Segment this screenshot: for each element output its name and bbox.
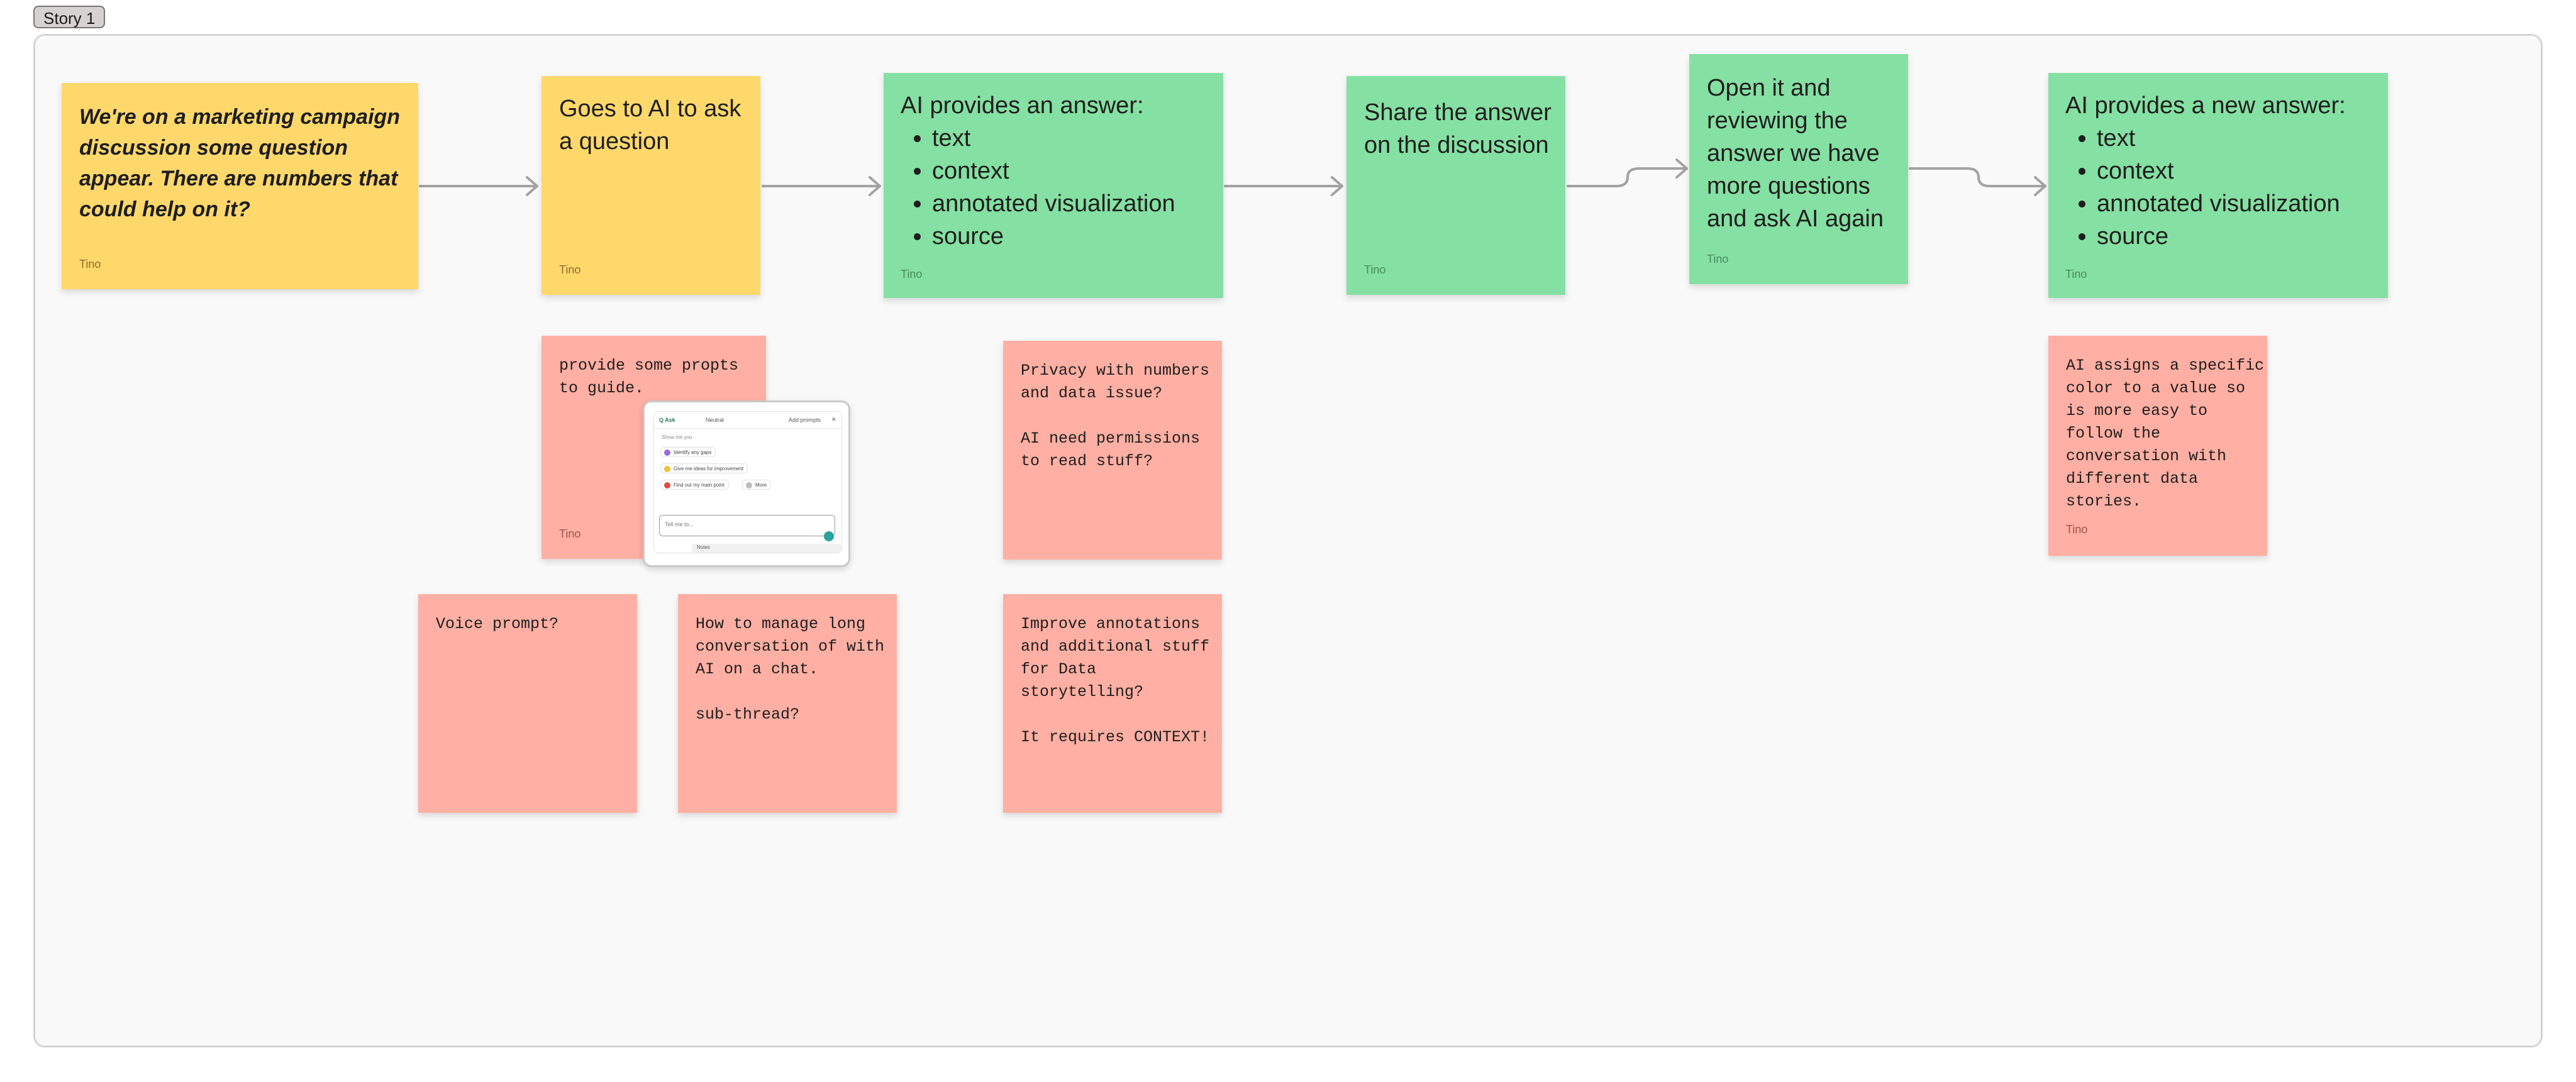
connector-5-6 [1909,167,2045,187]
embed-header-left: Q Ask [659,417,675,423]
close-icon: ✕ [831,416,836,422]
embed-chip-label: Find out my main point [674,482,724,488]
sticky-note-annotations-text: Improve annotations and additional stuff… [1021,615,1210,746]
sticky-note-privacy-text: Privacy with numbers and data issue? AI … [1021,362,1210,470]
sticky-note-privacy[interactable]: Privacy with numbers and data issue? AI … [1003,341,1222,560]
sticky-step-1[interactable]: We're on a marketing campaign discussion… [62,83,418,289]
sticky-step-4-text: Share the answer on the discussion [1364,99,1552,158]
list-item: text [932,122,1175,155]
send-icon [824,531,834,541]
embed-input: Tell me to... [659,515,835,536]
sticky-note-voice-text: Voice prompt? [436,615,559,633]
sticky-author: Tino [1707,253,1729,265]
sparkle-icon [664,450,670,456]
embed-suggest-label: Show me you [662,434,692,440]
sticky-author: Tino [559,527,581,540]
sticky-step-6-list: text context annotated visualization sou… [2065,122,2340,253]
sticky-note-long-conversation[interactable]: How to manage long conversation of with … [678,594,897,813]
embed-chip: More [742,480,772,490]
embedded-screenshot[interactable]: Q Ask Neutral Add prompts ✕ Show me you … [643,400,850,567]
list-item: context [932,155,1175,187]
embed-toolbar: Notes [692,544,841,553]
embedded-ai-panel: Q Ask Neutral Add prompts ✕ Show me you … [653,411,842,553]
sticky-author: Tino [901,268,923,280]
sticky-note-voice[interactable]: Voice prompt? [418,594,637,813]
divider [654,428,841,429]
sticky-step-3[interactable]: AI provides an answer: text context anno… [884,73,1223,298]
list-item: context [2097,155,2340,187]
arrowhead-icon [869,176,881,196]
arrowhead-icon [1331,176,1343,196]
embed-chip: Give me ideas for improvement [660,463,748,473]
sticky-note-long-conversation-text: How to manage long conversation of with … [696,615,885,724]
sticky-author: Tino [79,258,101,270]
sticky-step-2[interactable]: Goes to AI to ask a question Tino [541,76,760,295]
sticky-author: Tino [559,263,581,276]
embed-chip: Identify any gaps [660,447,716,457]
arrowhead-icon [526,176,538,196]
sticky-step-3-list: text context annotated visualization sou… [901,122,1175,253]
sticky-note-colors-text: AI assigns a specific color to a value s… [2066,356,2265,511]
sticky-step-2-text: Goes to AI to ask a question [559,96,741,155]
embed-chip-label: Give me ideas for improvement [674,466,744,472]
sticky-step-6-heading: AI provides a new answer: [2065,92,2346,119]
sticky-step-3-heading: AI provides an answer: [901,92,1144,119]
list-item: source [2097,220,2340,253]
sticky-step-5-text: Open it and reviewing the answer we have… [1707,75,1884,232]
embed-chip-label: More [755,482,767,488]
list-item: source [932,220,1175,253]
sticky-author: Tino [2066,523,2088,536]
sticky-author: Tino [1364,263,1386,276]
embed-header-mid: Neutral [706,417,724,423]
embed-toolbar-label: Notes [697,544,710,550]
embed-chip-label: Identify any gaps [674,450,712,455]
arrowhead-icon [2034,176,2046,196]
arrowhead-icon [1675,158,1688,179]
list-item: annotated visualization [2097,187,2340,220]
sticky-step-6[interactable]: AI provides a new answer: text context a… [2048,73,2388,298]
target-icon [664,482,670,489]
sticky-step-5[interactable]: Open it and reviewing the answer we have… [1689,54,1908,284]
more-icon [746,482,752,489]
list-item: annotated visualization [932,187,1175,220]
lightbulb-icon [664,466,670,472]
sticky-note-colors[interactable]: AI assigns a specific color to a value s… [2048,336,2267,556]
embed-header-right: Add prompts [789,417,821,423]
embed-chip: Find out my main point [660,480,729,490]
connector-4-5 [1567,167,1687,187]
sticky-note-prompts-text: provide some propts to guide. [559,356,739,397]
sticky-step-1-text: We're on a marketing campaign discussion… [79,105,401,221]
sticky-author: Tino [2065,268,2087,280]
section-title-tab[interactable]: Story 1 [33,6,106,28]
sticky-step-4[interactable]: Share the answer on the discussion Tino [1346,76,1565,295]
list-item: text [2097,122,2340,155]
sticky-note-annotations[interactable]: Improve annotations and additional stuff… [1003,594,1222,813]
